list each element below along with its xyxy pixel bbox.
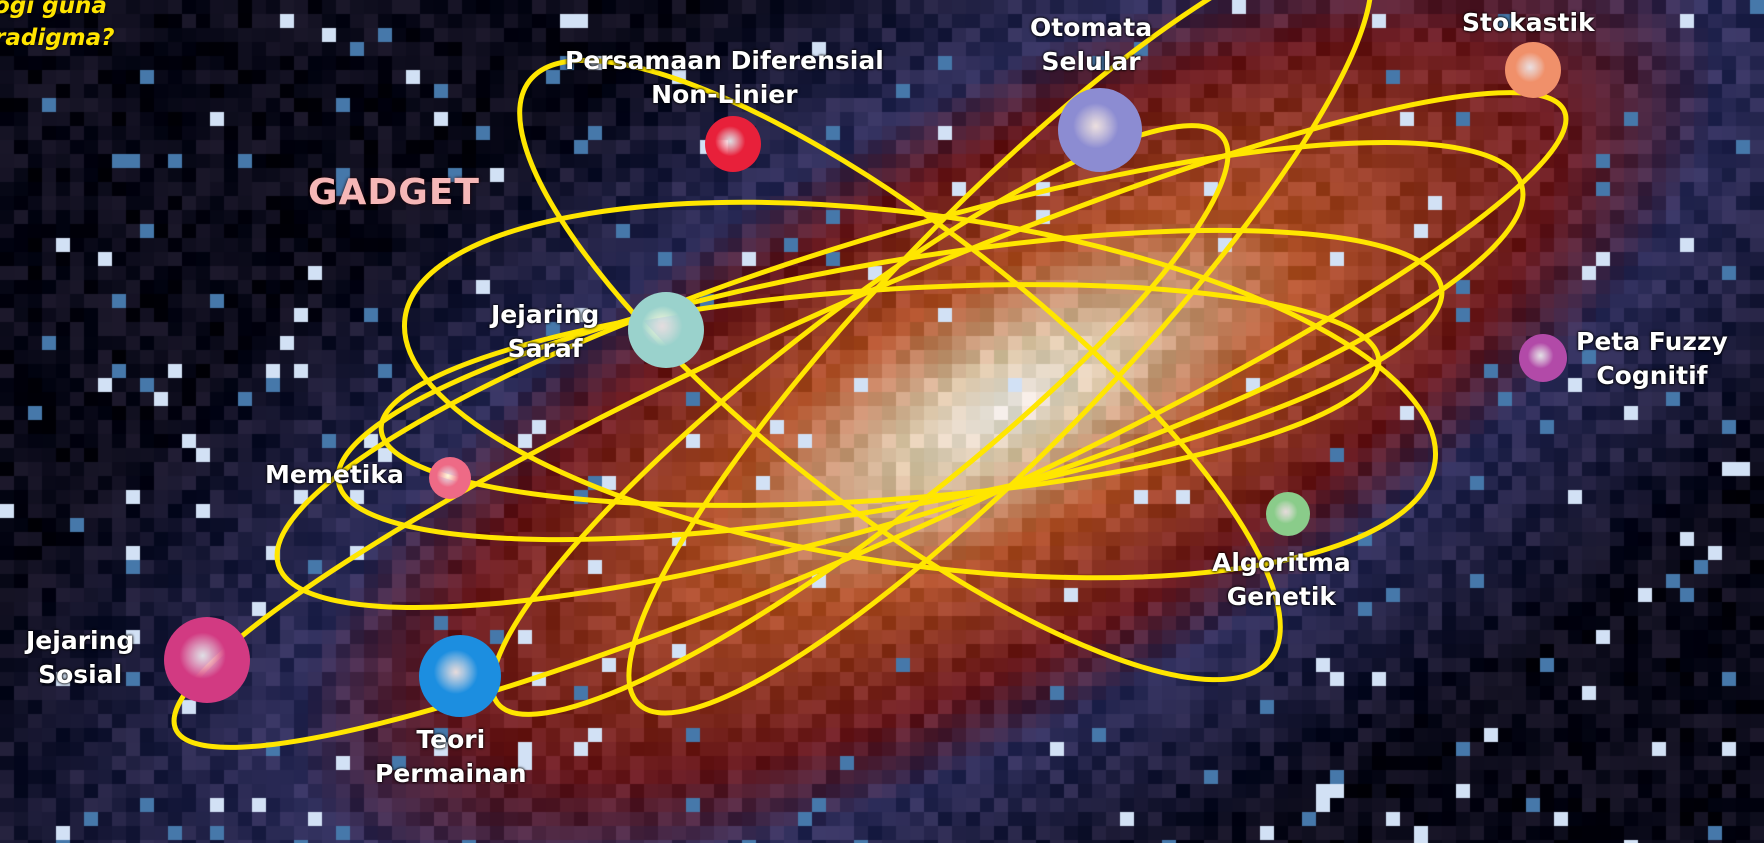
node-otomata bbox=[1058, 88, 1142, 172]
corner-question-text: ogi guna radigma? bbox=[0, 0, 115, 54]
label-stokastik: Stokastik bbox=[1462, 6, 1595, 40]
label-algoritma-line2: Genetik bbox=[1226, 582, 1337, 611]
label-algoritma-line1: Algoritma bbox=[1212, 548, 1351, 577]
label-otomata-selular: Otomata Selular bbox=[1030, 11, 1152, 79]
gadget-label: GADGET bbox=[308, 172, 480, 213]
node-stokastik bbox=[1505, 42, 1561, 98]
node-jejaring-sosial bbox=[164, 617, 250, 703]
label-otomata-line1: Otomata bbox=[1030, 13, 1153, 42]
corner-question-line1: ogi guna bbox=[0, 0, 107, 19]
label-stokastik-line1: Stokastik bbox=[1462, 8, 1595, 37]
label-persamaan-diferensial: Persamaan Diferensial Non-Linier bbox=[565, 44, 884, 112]
label-jejaring-saraf-line1: Jejaring bbox=[491, 300, 600, 329]
node-jejaring-saraf bbox=[628, 292, 704, 368]
orbit-ellipse-6 bbox=[626, 0, 1374, 716]
corner-question-line2: radigma? bbox=[0, 25, 115, 51]
orbit-ellipse-7 bbox=[489, 123, 1231, 717]
label-algoritma-genetik: Algoritma Genetik bbox=[1212, 546, 1351, 614]
label-jejaring-saraf: Jejaring Saraf bbox=[491, 298, 599, 366]
node-teori-permainan bbox=[419, 635, 501, 717]
node-memetika bbox=[429, 457, 471, 499]
label-peta-fuzzy-line1: Peta Fuzzy bbox=[1576, 327, 1728, 356]
label-persamaan-line2: Non-Linier bbox=[651, 80, 798, 109]
label-teori-line2: Permainan bbox=[375, 759, 527, 788]
orbit-ellipse-4 bbox=[171, 90, 1569, 750]
label-jejaring-sosial: Jejaring Sosial bbox=[26, 624, 134, 692]
label-peta-fuzzy-line2: Cognitif bbox=[1596, 361, 1708, 390]
label-memetika: Memetika bbox=[265, 458, 404, 492]
label-peta-fuzzy: Peta Fuzzy Cognitif bbox=[1576, 325, 1728, 393]
node-persamaan bbox=[705, 116, 761, 172]
label-otomata-line2: Selular bbox=[1041, 47, 1141, 76]
orbit-ellipse-8 bbox=[517, 57, 1283, 683]
label-jejaring-sosial-line2: Sosial bbox=[38, 660, 123, 689]
node-algoritma-genetik bbox=[1266, 492, 1310, 536]
label-memetika-line1: Memetika bbox=[265, 460, 404, 489]
node-peta-fuzzy bbox=[1519, 334, 1567, 382]
label-teori-line1: Teori bbox=[416, 725, 486, 754]
label-teori-permainan: Teori Permainan bbox=[375, 723, 527, 791]
label-persamaan-line1: Persamaan Diferensial bbox=[565, 46, 884, 75]
label-jejaring-saraf-line2: Saraf bbox=[507, 334, 583, 363]
label-jejaring-sosial-line1: Jejaring bbox=[26, 626, 135, 655]
